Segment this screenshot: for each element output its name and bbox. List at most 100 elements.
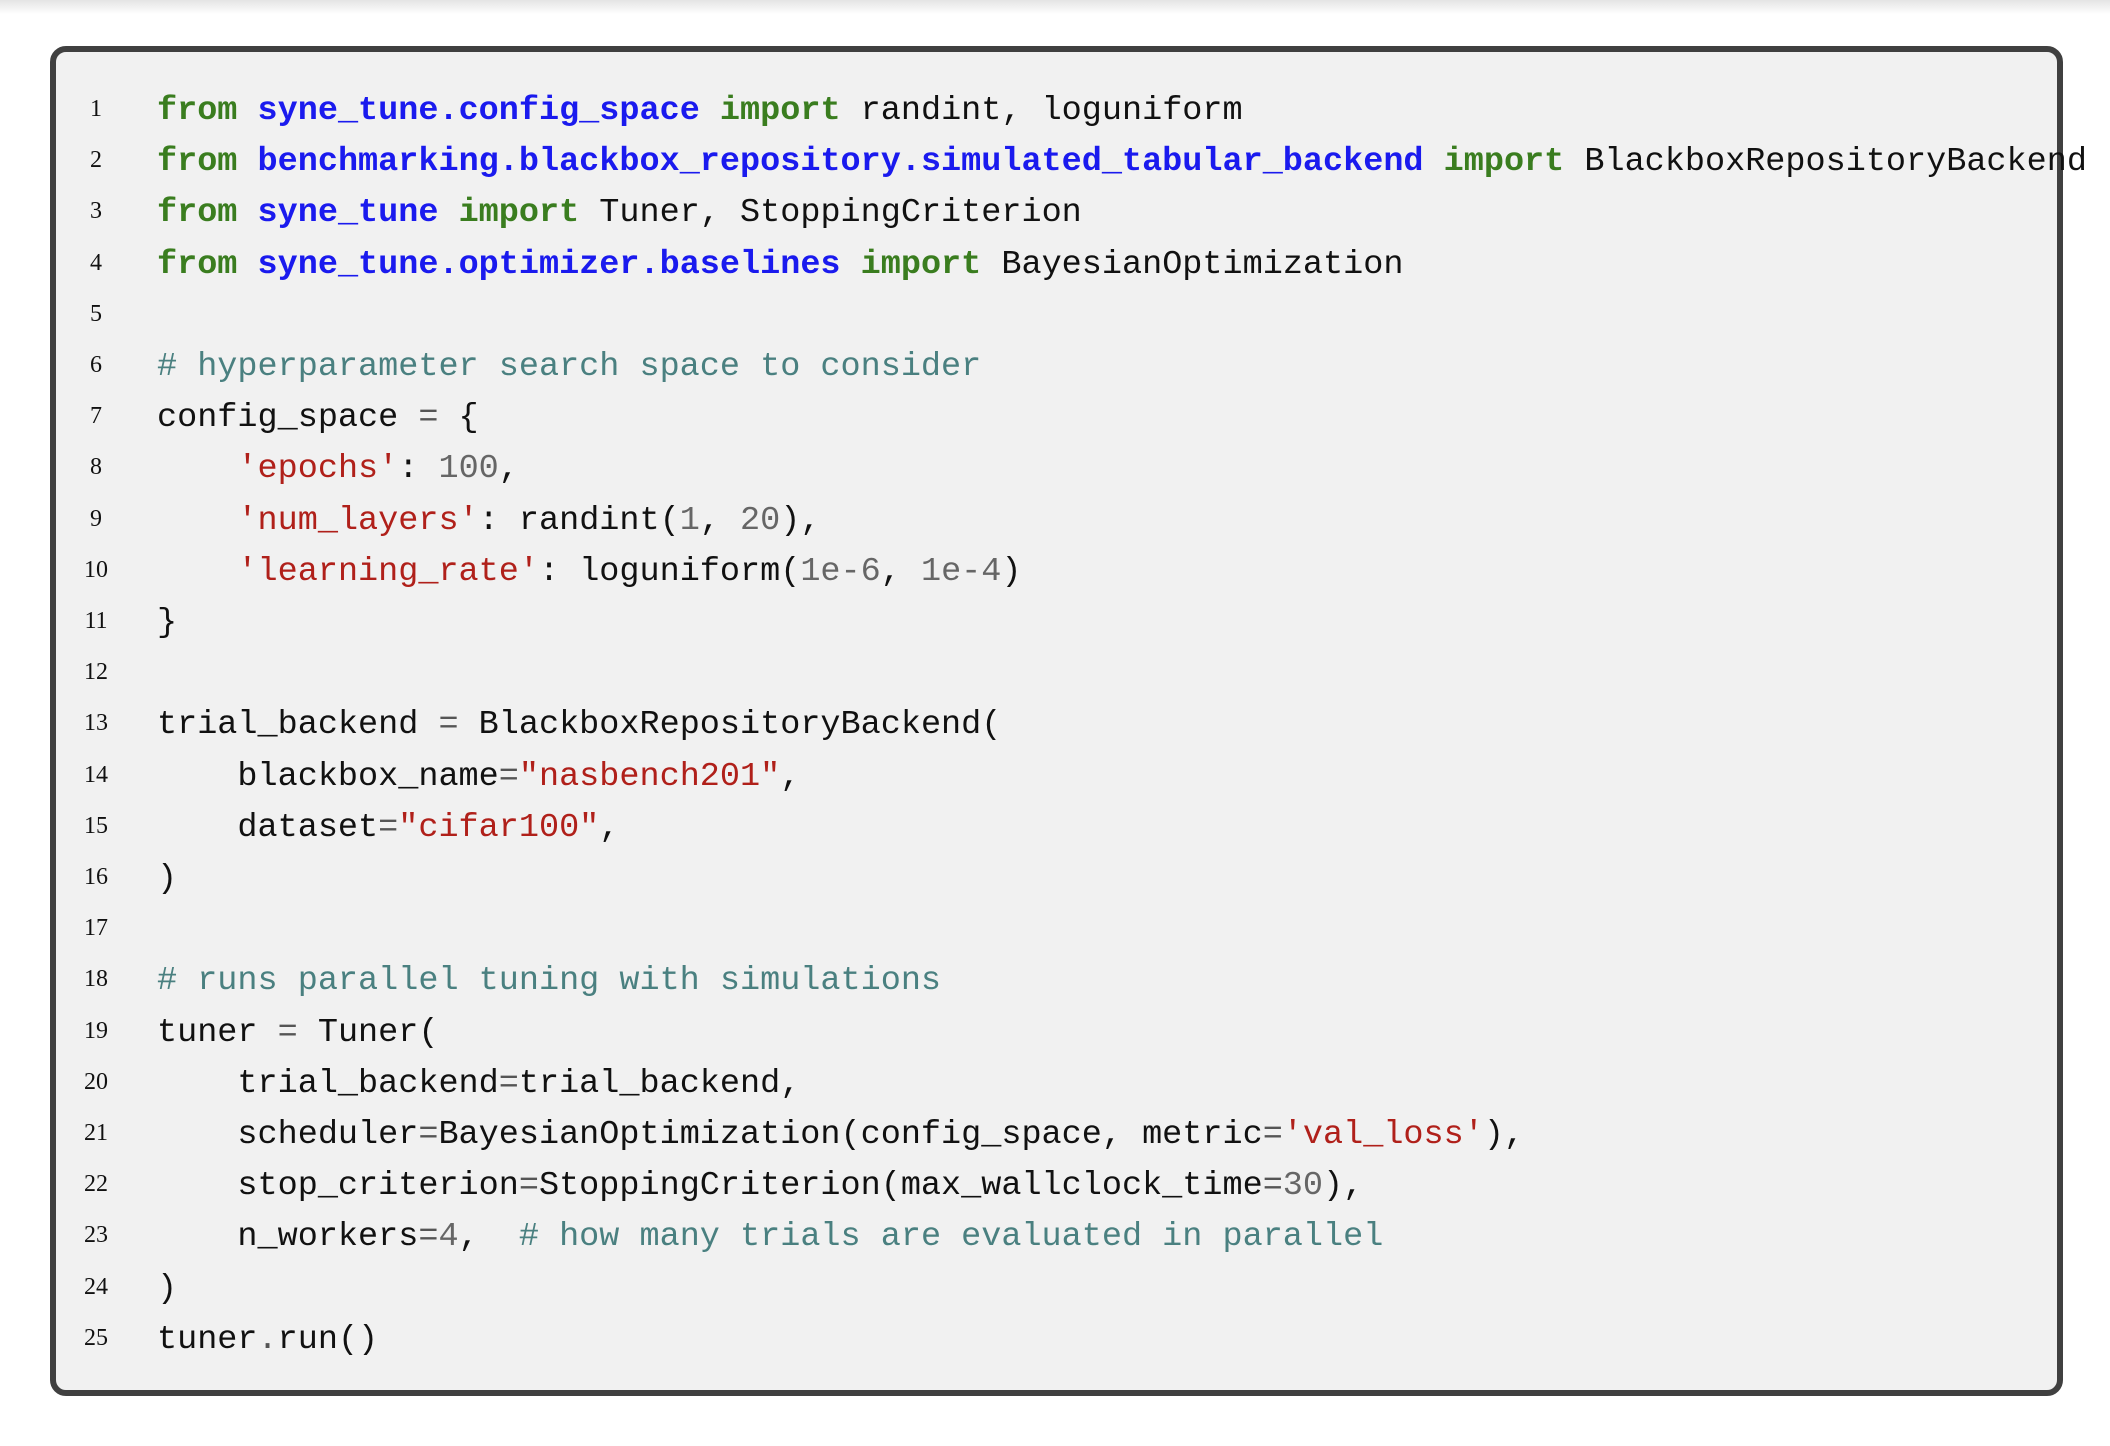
code-text	[237, 246, 257, 284]
number-literal: 20	[740, 501, 781, 540]
code-content: trial_backend=trial_backend,	[157, 1059, 800, 1110]
keyword: from	[157, 143, 238, 182]
string-literal: 'epochs'	[237, 450, 399, 489]
line-number: 11	[84, 608, 108, 634]
code-text: ,	[458, 1218, 519, 1257]
operator: =	[518, 1167, 539, 1206]
line-number: 7	[90, 403, 102, 430]
code-content: # hyperparameter search space to conside…	[157, 342, 981, 393]
code-text: ,	[880, 552, 921, 591]
code-text: Tuner(	[297, 1013, 439, 1052]
code-text: ,	[599, 808, 620, 847]
line-number: 20	[84, 1068, 108, 1095]
code-text: :	[398, 450, 439, 489]
operator: .	[257, 1320, 278, 1359]
code-content: dataset="cifar100",	[157, 803, 619, 854]
line-number: 14	[84, 761, 108, 788]
keyword: import	[860, 245, 982, 284]
code-text	[237, 194, 257, 232]
code-content: config_space = {	[157, 393, 479, 444]
operator: =	[418, 1116, 439, 1154]
code-text: ,	[498, 450, 519, 489]
module-name: syne_tune	[257, 194, 439, 233]
code-content: trial_backend = BlackboxRepositoryBacken…	[157, 700, 1001, 751]
line-number: 6	[90, 352, 102, 378]
code-content: n_workers=4, # how many trials are evalu…	[157, 1212, 1383, 1263]
code-content: from syne_tune import Tuner, StoppingCri…	[157, 188, 1082, 239]
operator: =	[1262, 1167, 1283, 1206]
code-text: }	[157, 604, 178, 642]
top-shadow	[0, 0, 2110, 14]
code-content: tuner = Tuner(	[157, 1008, 438, 1059]
code-text	[237, 92, 257, 130]
code-text: scheduler	[157, 1116, 419, 1154]
code-content: scheduler=BayesianOptimization(config_sp…	[157, 1110, 1524, 1161]
code-text	[157, 450, 237, 488]
string-literal: 'val_loss'	[1282, 1116, 1484, 1154]
operator: =	[1262, 1116, 1283, 1154]
keyword: import	[1443, 143, 1565, 182]
operator: =	[498, 757, 519, 796]
operator: =	[277, 1013, 298, 1052]
code-text: )	[1001, 552, 1022, 591]
code-text: ),	[1323, 1167, 1364, 1206]
code-content: blackbox_name="nasbench201",	[157, 752, 800, 803]
line-number: 18	[84, 966, 108, 993]
string-literal: "cifar100"	[398, 808, 600, 847]
number-literal: 100	[438, 450, 499, 489]
keyword: from	[157, 245, 238, 284]
line-number: 1	[90, 96, 102, 122]
code-content: from benchmarking.blackbox_repository.si…	[157, 137, 2087, 188]
line-number: 9	[90, 505, 102, 532]
code-content: # runs parallel tuning with simulations	[157, 956, 941, 1007]
line-number: 16	[84, 864, 108, 890]
number-literal: 1	[679, 501, 700, 540]
line-number: 23	[84, 1222, 108, 1249]
line-number: 8	[90, 454, 102, 481]
line-number: 5	[90, 300, 102, 327]
number-literal: 4	[438, 1218, 459, 1257]
code-text: ,	[699, 501, 741, 540]
code-content: tuner.run()	[157, 1315, 378, 1366]
code-content: }	[157, 598, 177, 649]
number-literal: 30	[1282, 1167, 1324, 1206]
operator: =	[418, 1218, 439, 1257]
code-text	[1424, 143, 1444, 181]
code-content: 'num_layers': randint(1, 20),	[157, 496, 820, 547]
code-content: from syne_tune.config_space import randi…	[157, 86, 1243, 137]
keyword: from	[157, 194, 238, 233]
code-text: Tuner, StoppingCriterion	[579, 194, 1082, 233]
keyword: import	[458, 194, 580, 233]
line-number: 2	[90, 147, 102, 174]
code-text: dataset	[157, 808, 379, 847]
code-text: stop_criterion	[157, 1167, 519, 1206]
line-number: 3	[90, 198, 102, 225]
code-text: n_workers	[157, 1218, 419, 1257]
line-number: 21	[84, 1120, 108, 1146]
line-number: 17	[84, 915, 108, 942]
code-text: trial_backend,	[518, 1064, 801, 1103]
keyword: import	[719, 92, 841, 130]
code-content: from syne_tune.optimizer.baselines impor…	[157, 240, 1403, 291]
code-text: BayesianOptimization(config_space, metri…	[438, 1116, 1263, 1154]
line-number: 13	[84, 710, 108, 737]
code-content: 'epochs': 100,	[157, 444, 519, 495]
code-text: tuner	[157, 1013, 278, 1052]
string-literal: 'learning_rate'	[237, 552, 539, 591]
module-name: syne_tune.optimizer.baselines	[257, 245, 841, 284]
code-text: BlackboxRepositoryBackend(	[458, 706, 1002, 745]
code-text	[157, 502, 237, 540]
code-content: 'learning_rate': loguniform(1e-6, 1e-4)	[157, 547, 1022, 598]
number-literal: 1e-6	[800, 552, 881, 591]
code-text: tuner	[157, 1320, 258, 1359]
comment: # how many trials are evaluated in paral…	[518, 1218, 1384, 1257]
operator: =	[378, 808, 399, 847]
operator: =	[438, 706, 459, 745]
code-text: BayesianOptimization	[981, 245, 1404, 284]
line-number: 24	[84, 1273, 108, 1300]
code-text: {	[438, 399, 479, 438]
code-content: )	[157, 854, 177, 905]
code-text: StoppingCriterion(max_wallclock_time	[538, 1167, 1263, 1206]
code-content: )	[157, 1264, 177, 1315]
code-content: stop_criterion=StoppingCriterion(max_wal…	[157, 1161, 1363, 1212]
